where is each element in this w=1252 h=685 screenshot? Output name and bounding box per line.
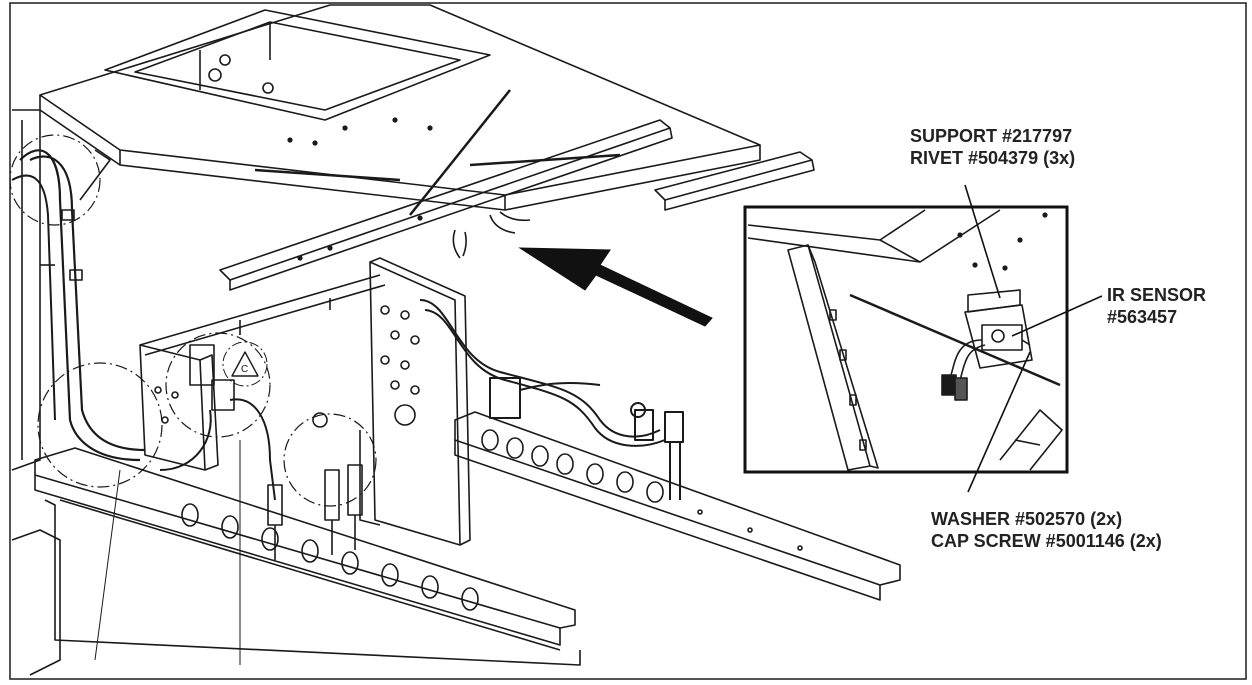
direction-arrow <box>518 247 713 327</box>
outer-frame <box>9 2 1247 680</box>
leader-ir-sensor <box>1011 295 1103 337</box>
leader-support <box>964 184 1001 299</box>
washer-part-label: WASHER #502570 (2x) <box>931 509 1123 529</box>
callout-support-rivet: SUPPORT #217797 RIVET #504379 (3x) <box>910 125 1075 169</box>
ir-sensor-label: IR SENSOR <box>1107 285 1207 305</box>
rivet-part-label: RIVET #504379 (3x) <box>910 148 1076 168</box>
central-panel <box>139 257 471 546</box>
cross-beam <box>219 119 815 291</box>
capscrew-part-label: CAP SCREW #5001146 (2x) <box>931 531 1162 551</box>
left-frame <box>9 109 163 676</box>
detail-inset <box>743 205 1069 474</box>
ir-sensor-part-number: #563457 <box>1107 307 1178 327</box>
leader-lines <box>964 184 1103 493</box>
hose-run <box>419 299 684 500</box>
support-part-label: SUPPORT #217797 <box>910 126 1073 146</box>
leader-washer <box>967 351 1031 493</box>
front-rail <box>34 412 581 666</box>
valve-block: C <box>139 332 276 501</box>
top-platform <box>39 4 761 216</box>
callout-washer-capscrew: WASHER #502570 (2x) CAP SCREW #5001146 (… <box>931 508 1162 552</box>
svg-text:C: C <box>241 364 248 375</box>
callout-ir-sensor: IR SENSOR #563457 <box>1107 284 1206 328</box>
right-rail <box>454 411 901 601</box>
